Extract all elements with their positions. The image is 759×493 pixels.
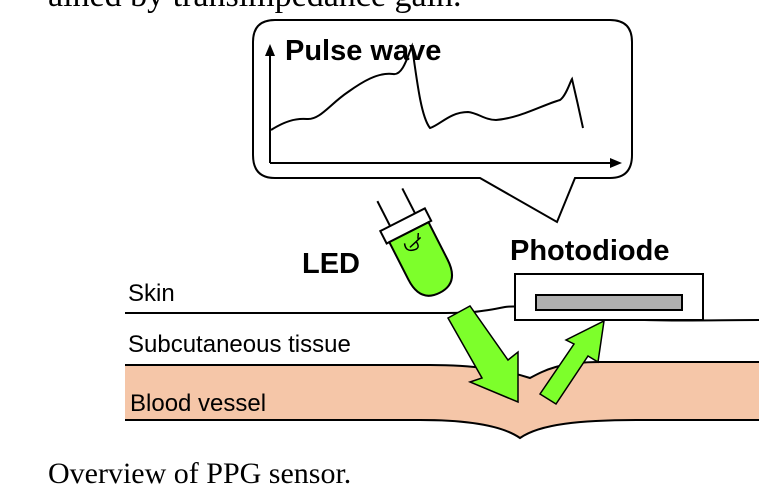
top-text: ained by transimpedance gain.: [48, 0, 462, 14]
led-label: LED: [302, 248, 360, 280]
photodiode-label: Photodiode: [510, 235, 669, 267]
pulse-wave-title: Pulse wave: [285, 35, 441, 67]
photodiode-sensor: [535, 294, 683, 311]
led-component: [376, 187, 454, 297]
figure-caption: Overview of PPG sensor.: [48, 457, 351, 488]
emitted-light-arrow: [446, 305, 519, 404]
y-axis-arrowhead: [265, 44, 275, 56]
reflected-light-arrow: [538, 319, 605, 406]
skin-label: Skin: [128, 280, 175, 307]
subcutaneous-label: Subcutaneous tissue: [128, 331, 351, 358]
blood-vessel-bottom-line: [125, 419, 759, 440]
x-axis-arrowhead: [610, 158, 622, 168]
blood-vessel-label: Blood vessel: [130, 390, 266, 417]
pulse-waveform: [270, 42, 584, 131]
